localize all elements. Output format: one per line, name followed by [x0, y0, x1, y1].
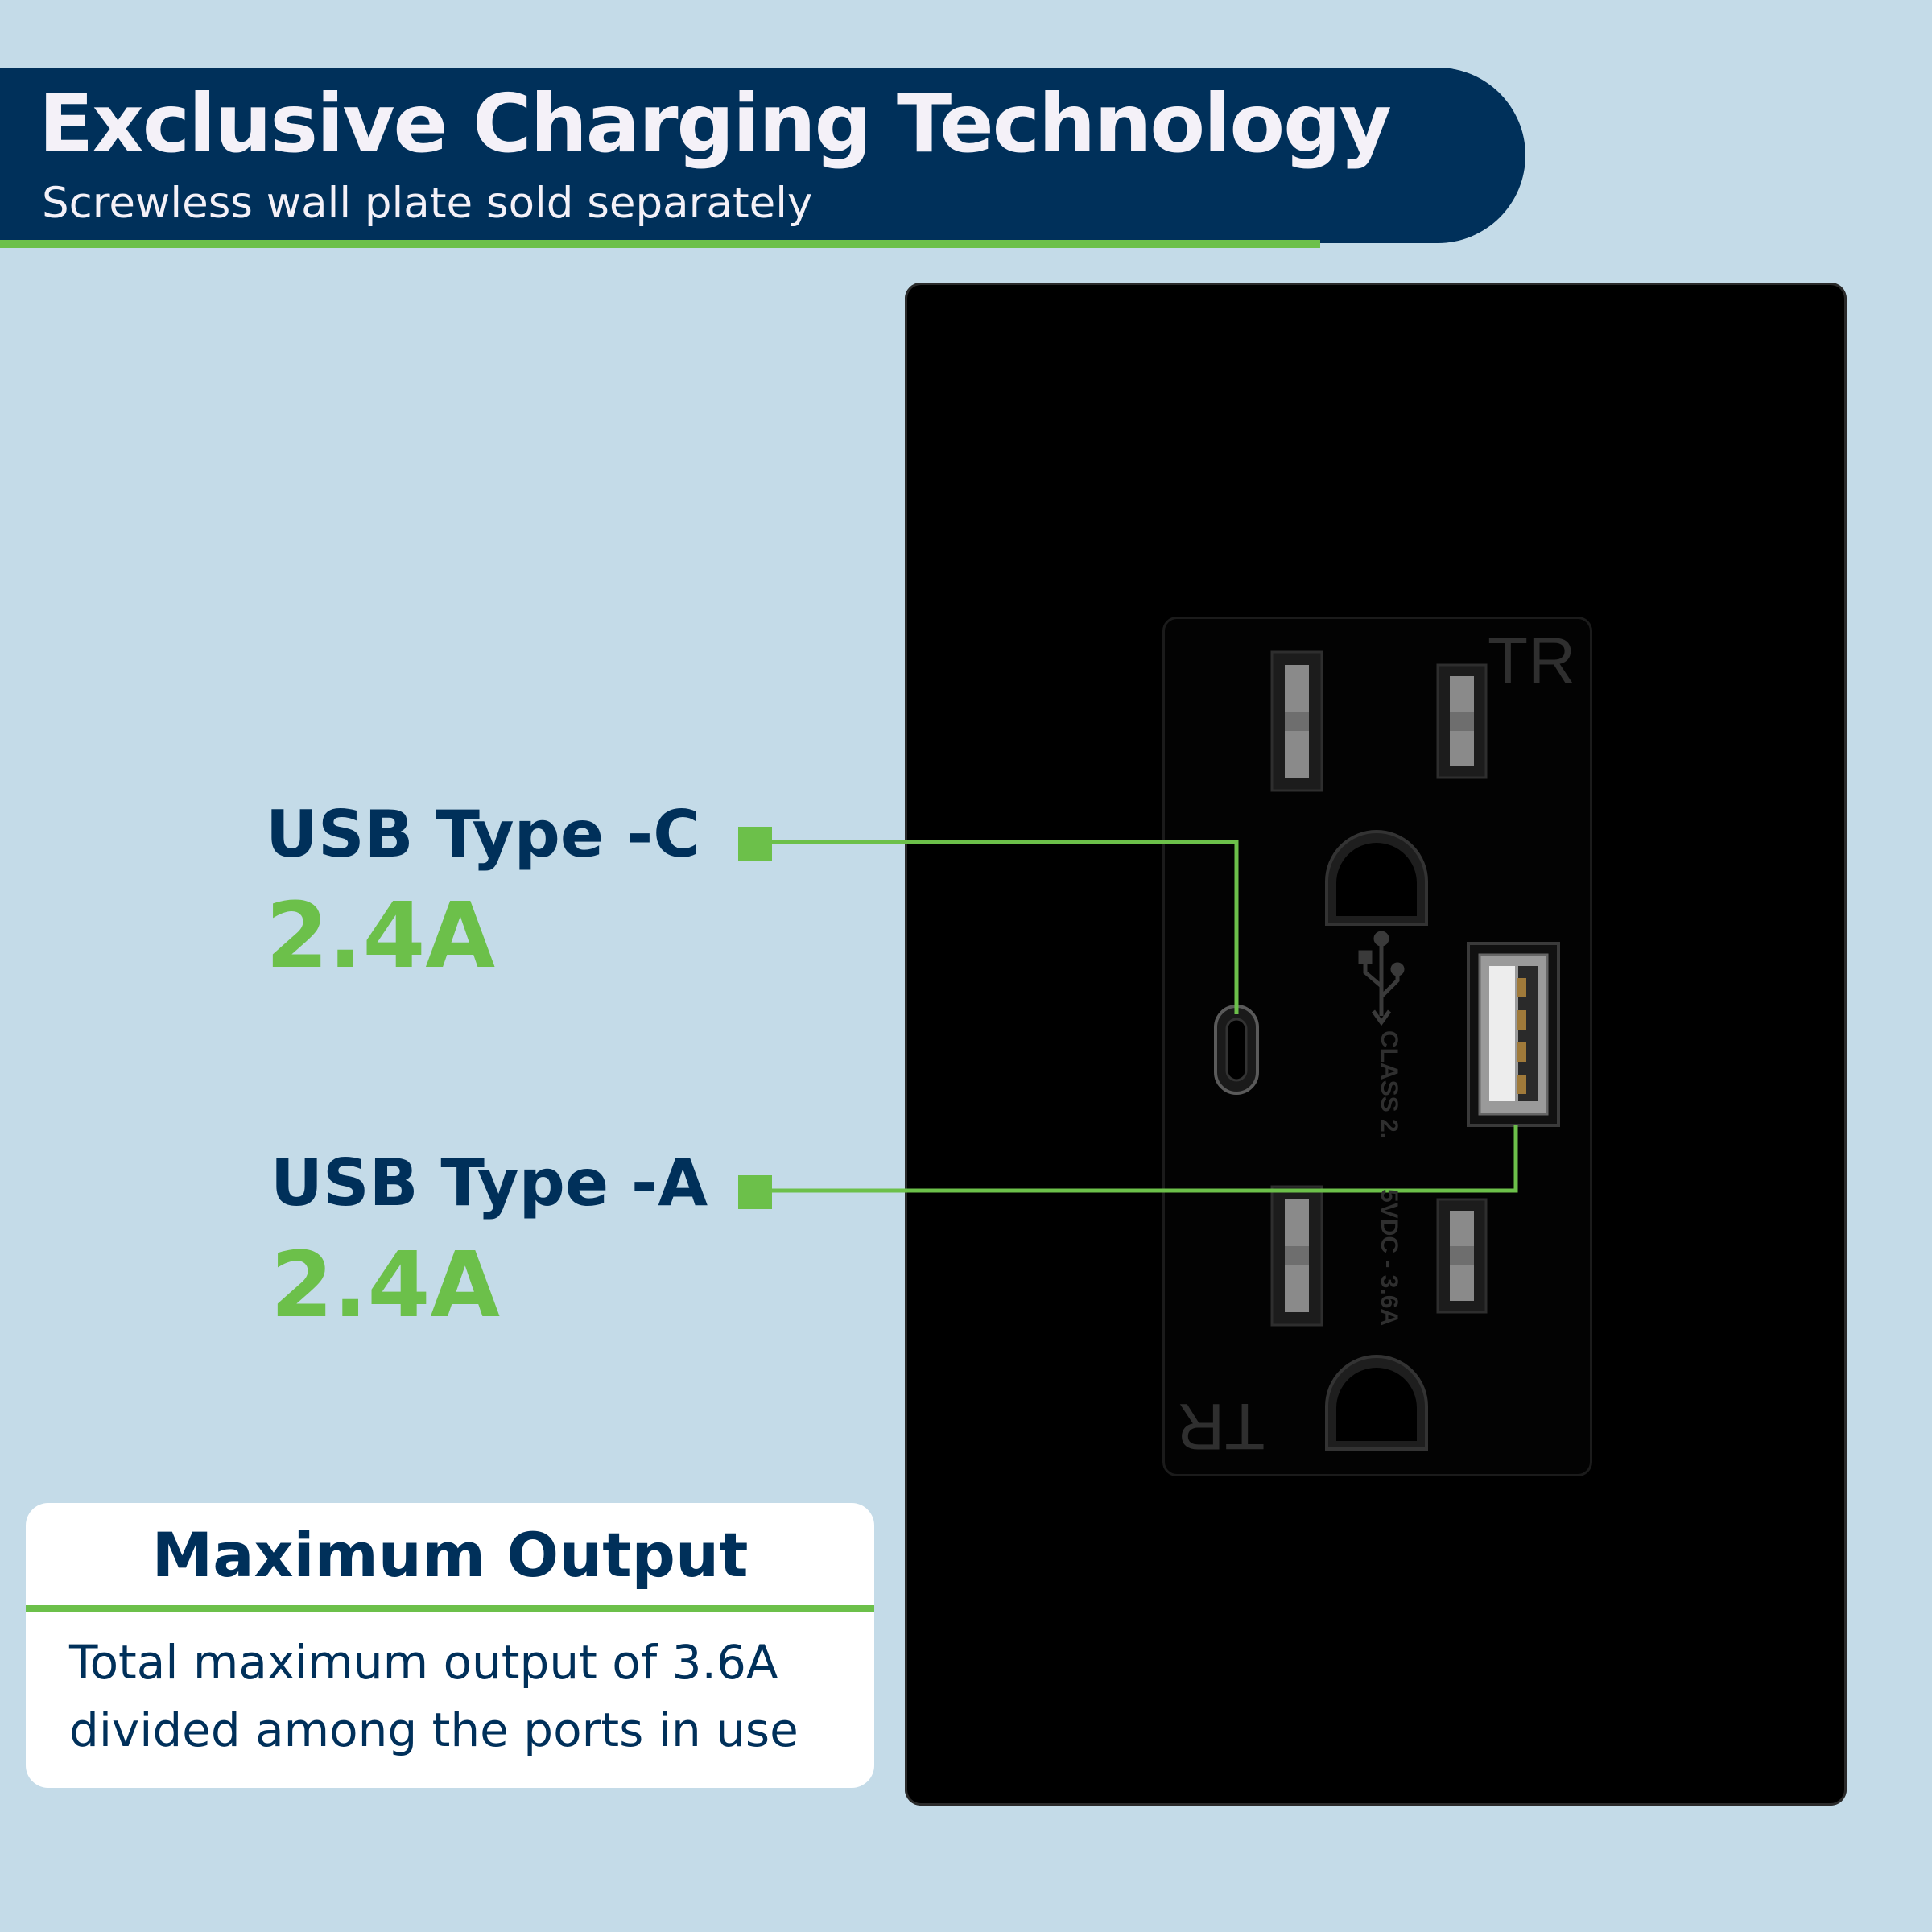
tr-mark-bottom: TR [1177, 1389, 1265, 1463]
usb-icon [1358, 931, 1405, 1026]
usb-a-callout-marker [738, 1175, 772, 1209]
card-divider [26, 1605, 874, 1612]
top-right-slot [1436, 663, 1488, 779]
page-title: Exclusive Charging Technology [39, 76, 1392, 171]
tr-mark-top: TR [1488, 625, 1576, 698]
card-description: Total maximum output of 3.6A divided amo… [69, 1629, 799, 1764]
bottom-left-slot [1270, 1185, 1323, 1327]
usb-c-port[interactable] [1214, 1005, 1259, 1095]
usb-a-port[interactable] [1467, 942, 1560, 1127]
usb-a-value: 2.4A [270, 1233, 501, 1338]
page-subtitle: Screwless wall plate sold separately [42, 179, 813, 228]
usb-a-label: USB Type -A [270, 1146, 708, 1220]
usb-c-leader-line [753, 840, 1239, 1014]
bottom-right-slot [1436, 1198, 1488, 1314]
usb-a-leader-line [753, 1125, 1518, 1193]
rating-voltage: 5VDC - 3.6A [1376, 1189, 1402, 1327]
card-line-1: Total maximum output of 3.6A [69, 1635, 778, 1690]
header-banner [0, 68, 1525, 243]
usb-c-callout-marker [738, 827, 772, 861]
rating-class: CLASS 2. [1376, 1030, 1402, 1140]
top-left-slot [1270, 650, 1323, 792]
card-line-2: divided among the ports in use [69, 1703, 799, 1757]
header-accent-line [0, 240, 1320, 248]
bottom-ground-hole [1325, 1355, 1428, 1451]
top-ground-hole [1325, 830, 1428, 926]
usb-c-value: 2.4A [266, 884, 496, 989]
max-output-card: Maximum Output Total maximum output of 3… [26, 1503, 874, 1788]
usb-c-label: USB Type -C [266, 797, 700, 872]
card-title: Maximum Output [151, 1519, 749, 1591]
